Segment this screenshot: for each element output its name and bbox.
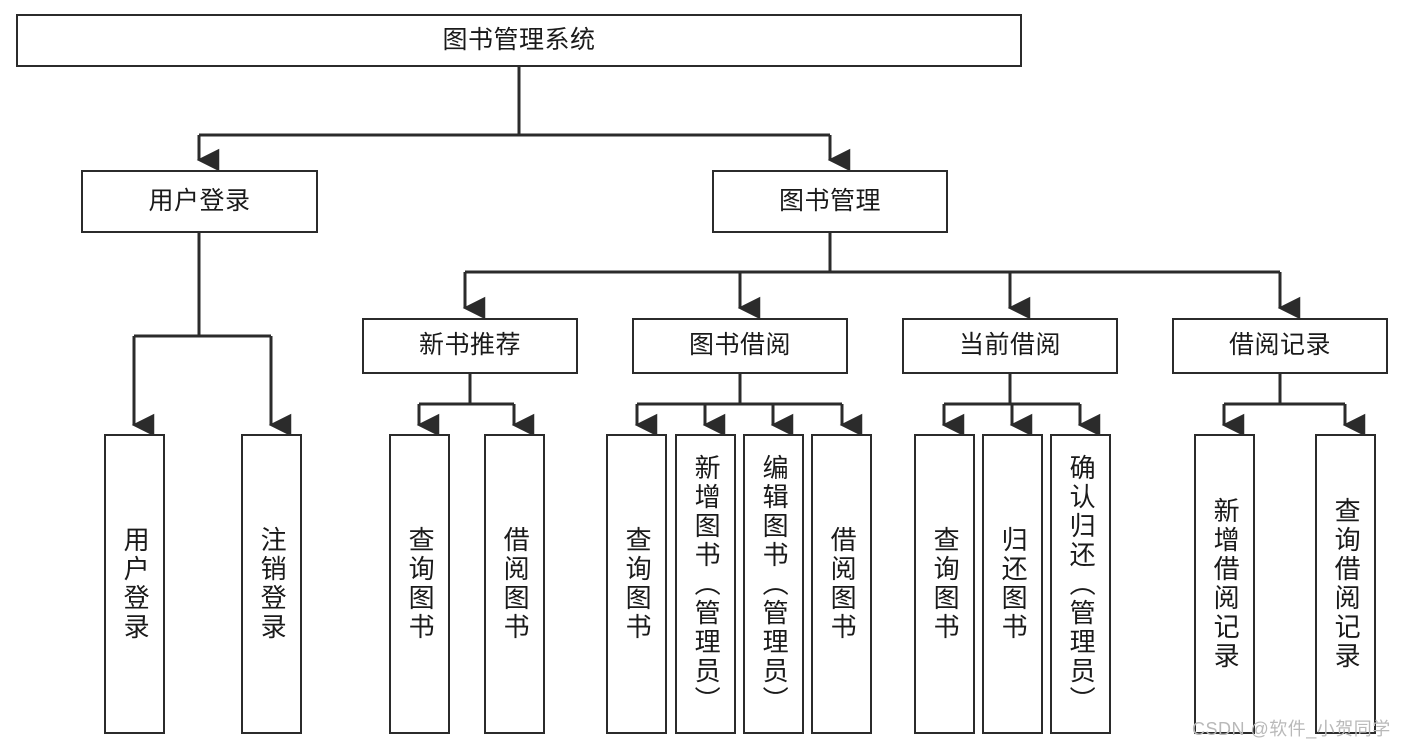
node-user-login[interactable]: 用户登录	[81, 170, 318, 233]
node-label: 用户登录	[120, 526, 151, 642]
node-label: 归还图书	[998, 526, 1029, 642]
node-leaf-logout-login[interactable]: 注销登录	[241, 434, 302, 734]
node-leaf-query-record[interactable]: 查询借阅记录	[1315, 434, 1376, 734]
node-label: 图书管理	[778, 186, 881, 215]
node-leaf-add-record[interactable]: 新增借阅记录	[1194, 434, 1255, 734]
node-leaf-borrow-book-2[interactable]: 借阅图书	[811, 434, 872, 734]
node-label: 查询图书	[405, 526, 436, 642]
node-leaf-return-book[interactable]: 归还图书	[982, 434, 1043, 734]
node-leaf-confirm-return[interactable]: 确认归还（管理员）	[1050, 434, 1111, 734]
node-leaf-borrow-book-1[interactable]: 借阅图书	[484, 434, 545, 734]
node-label: 新书推荐	[418, 331, 521, 360]
node-book-borrow[interactable]: 图书借阅	[632, 318, 848, 374]
node-label: 查询借阅记录	[1331, 497, 1362, 671]
node-root-book-management-system[interactable]: 图书管理系统	[16, 14, 1022, 67]
node-label: 查询图书	[930, 526, 961, 642]
node-label: 借阅图书	[827, 526, 858, 642]
node-label: 查询图书	[622, 526, 653, 642]
node-label: 新增借阅记录	[1210, 497, 1241, 671]
node-leaf-edit-book[interactable]: 编辑图书（管理员）	[743, 434, 804, 734]
node-label: 确认归还（管理员）	[1066, 453, 1097, 715]
node-borrow-record[interactable]: 借阅记录	[1172, 318, 1388, 374]
node-label: 注销登录	[257, 526, 288, 642]
node-label: 当前借阅	[958, 331, 1061, 360]
node-leaf-query-book-2[interactable]: 查询图书	[606, 434, 667, 734]
node-leaf-user-login[interactable]: 用户登录	[104, 434, 165, 734]
node-label: 图书管理系统	[442, 25, 596, 54]
node-book-management[interactable]: 图书管理	[712, 170, 948, 233]
node-current-borrow[interactable]: 当前借阅	[902, 318, 1118, 374]
node-leaf-add-book[interactable]: 新增图书（管理员）	[675, 434, 736, 734]
node-label: 新增图书（管理员）	[691, 453, 722, 715]
node-leaf-query-book-1[interactable]: 查询图书	[389, 434, 450, 734]
node-label: 借阅图书	[500, 526, 531, 642]
node-label: 用户登录	[148, 186, 251, 215]
node-label: 借阅记录	[1228, 331, 1331, 360]
node-label: 图书借阅	[688, 331, 791, 360]
node-label: 编辑图书（管理员）	[759, 453, 790, 715]
node-new-book-recommend[interactable]: 新书推荐	[362, 318, 578, 374]
watermark-csdn: CSDN @软件_小贺同学	[1192, 719, 1391, 739]
node-leaf-query-book-3[interactable]: 查询图书	[914, 434, 975, 734]
